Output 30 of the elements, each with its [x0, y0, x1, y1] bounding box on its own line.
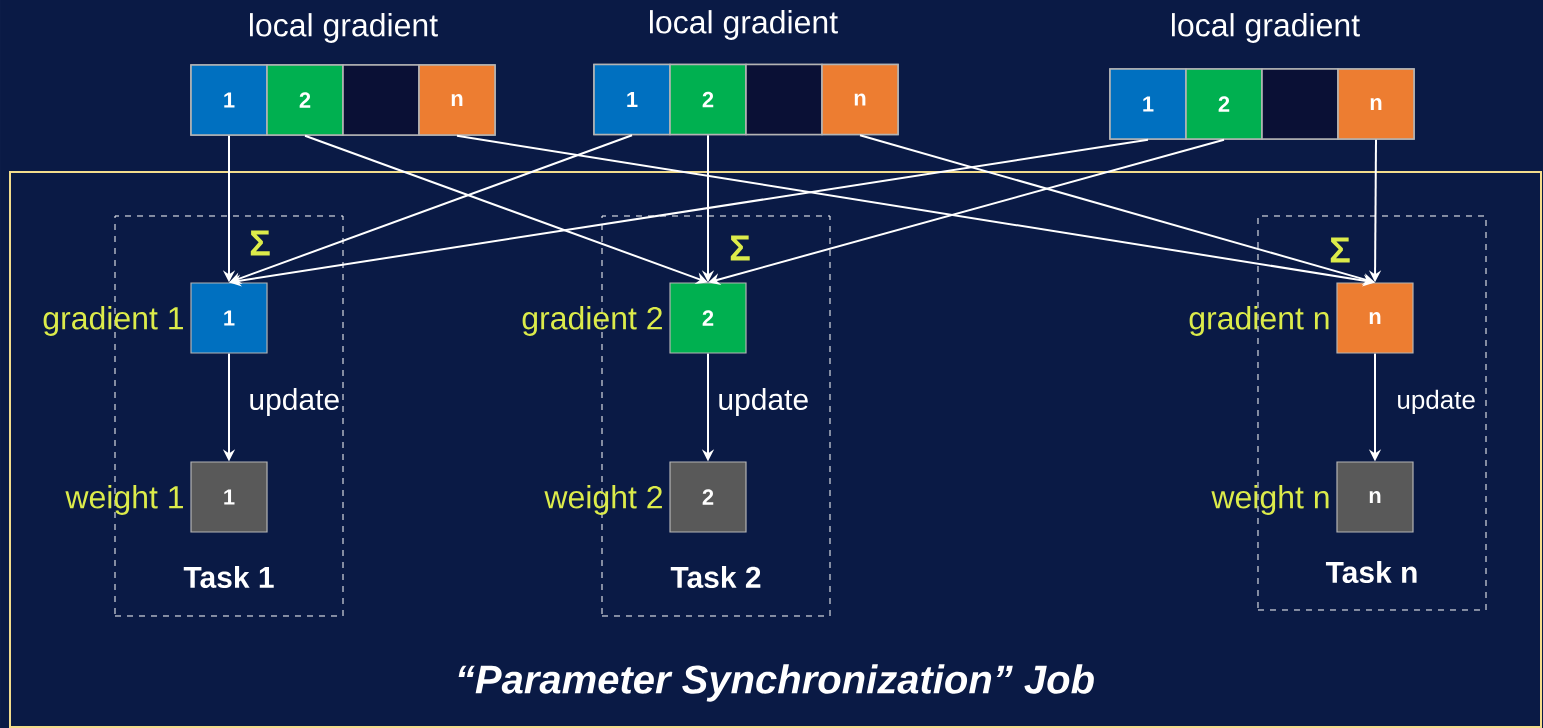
- array-cell: 1: [593, 63, 671, 136]
- weight-box: 2: [669, 461, 747, 533]
- edge-label: update: [1398, 389, 1475, 415]
- node-label: local gradient: [250, 13, 438, 43]
- weight-label: weight 2: [544, 485, 662, 515]
- node-label: local gradient: [1172, 13, 1360, 43]
- array-cell: 2: [266, 64, 344, 136]
- array-cell: n: [821, 63, 899, 136]
- weight-box: 1: [190, 461, 268, 533]
- sum-symbol: Σ: [1330, 237, 1350, 263]
- edge-label: update: [719, 388, 808, 416]
- gradient-label: gradient 2: [522, 306, 662, 336]
- array-cell: 2: [669, 63, 747, 136]
- gradient-box: 1: [190, 282, 268, 354]
- array-cell: n: [418, 64, 496, 136]
- weight-label: weight 1: [65, 485, 183, 515]
- gradient-box: n: [1336, 282, 1414, 354]
- gradient-label: gradient 1: [43, 306, 183, 336]
- weight-box: n: [1336, 461, 1414, 533]
- array-cell: 1: [1109, 68, 1187, 140]
- weight-label: weight n: [1211, 485, 1329, 515]
- gradient-label: gradient n: [1189, 306, 1329, 336]
- gradient-box: 2: [669, 282, 747, 354]
- array-cell: 2: [1185, 68, 1263, 140]
- array-cell: n: [1337, 68, 1415, 140]
- edge-label: update: [250, 388, 339, 416]
- array-cell: 1: [190, 64, 268, 136]
- node-label: local gradient: [650, 10, 838, 40]
- sum-symbol: Σ: [730, 235, 750, 261]
- sum-symbol: Σ: [250, 230, 270, 256]
